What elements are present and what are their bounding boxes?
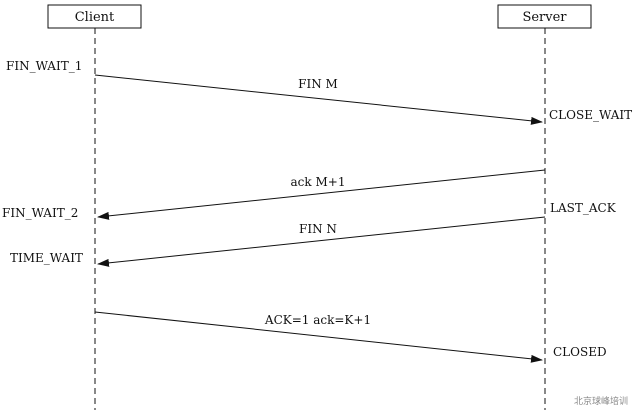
message-arrow-ack-m1: [97, 169, 546, 220]
message-label-ack-final: ACK=1 ack=K+1: [264, 313, 371, 327]
client-state-fin-wait-2: FIN_WAIT_2: [2, 206, 78, 220]
client-state-fin-wait-1: FIN_WAIT_1: [6, 59, 82, 73]
server-state-close-wait: CLOSE_WAIT: [549, 108, 632, 122]
message-arrow-fin-m: [94, 74, 543, 125]
watermark-text: 北京球峰培训: [574, 395, 628, 407]
server-label: Server: [522, 10, 567, 25]
message-label-fin-n: FIN N: [299, 222, 337, 236]
server-state-closed: CLOSED: [553, 345, 607, 359]
message-label-ack-m1: ack M+1: [291, 175, 346, 189]
message-arrow-fin-n: [97, 216, 546, 267]
message-arrow-ack-final: [94, 311, 543, 363]
client-label: Client: [75, 10, 115, 25]
client-state-time-wait: TIME_WAIT: [10, 251, 83, 265]
server-state-last-ack: LAST_ACK: [550, 201, 617, 215]
message-label-fin-m: FIN M: [298, 77, 338, 91]
